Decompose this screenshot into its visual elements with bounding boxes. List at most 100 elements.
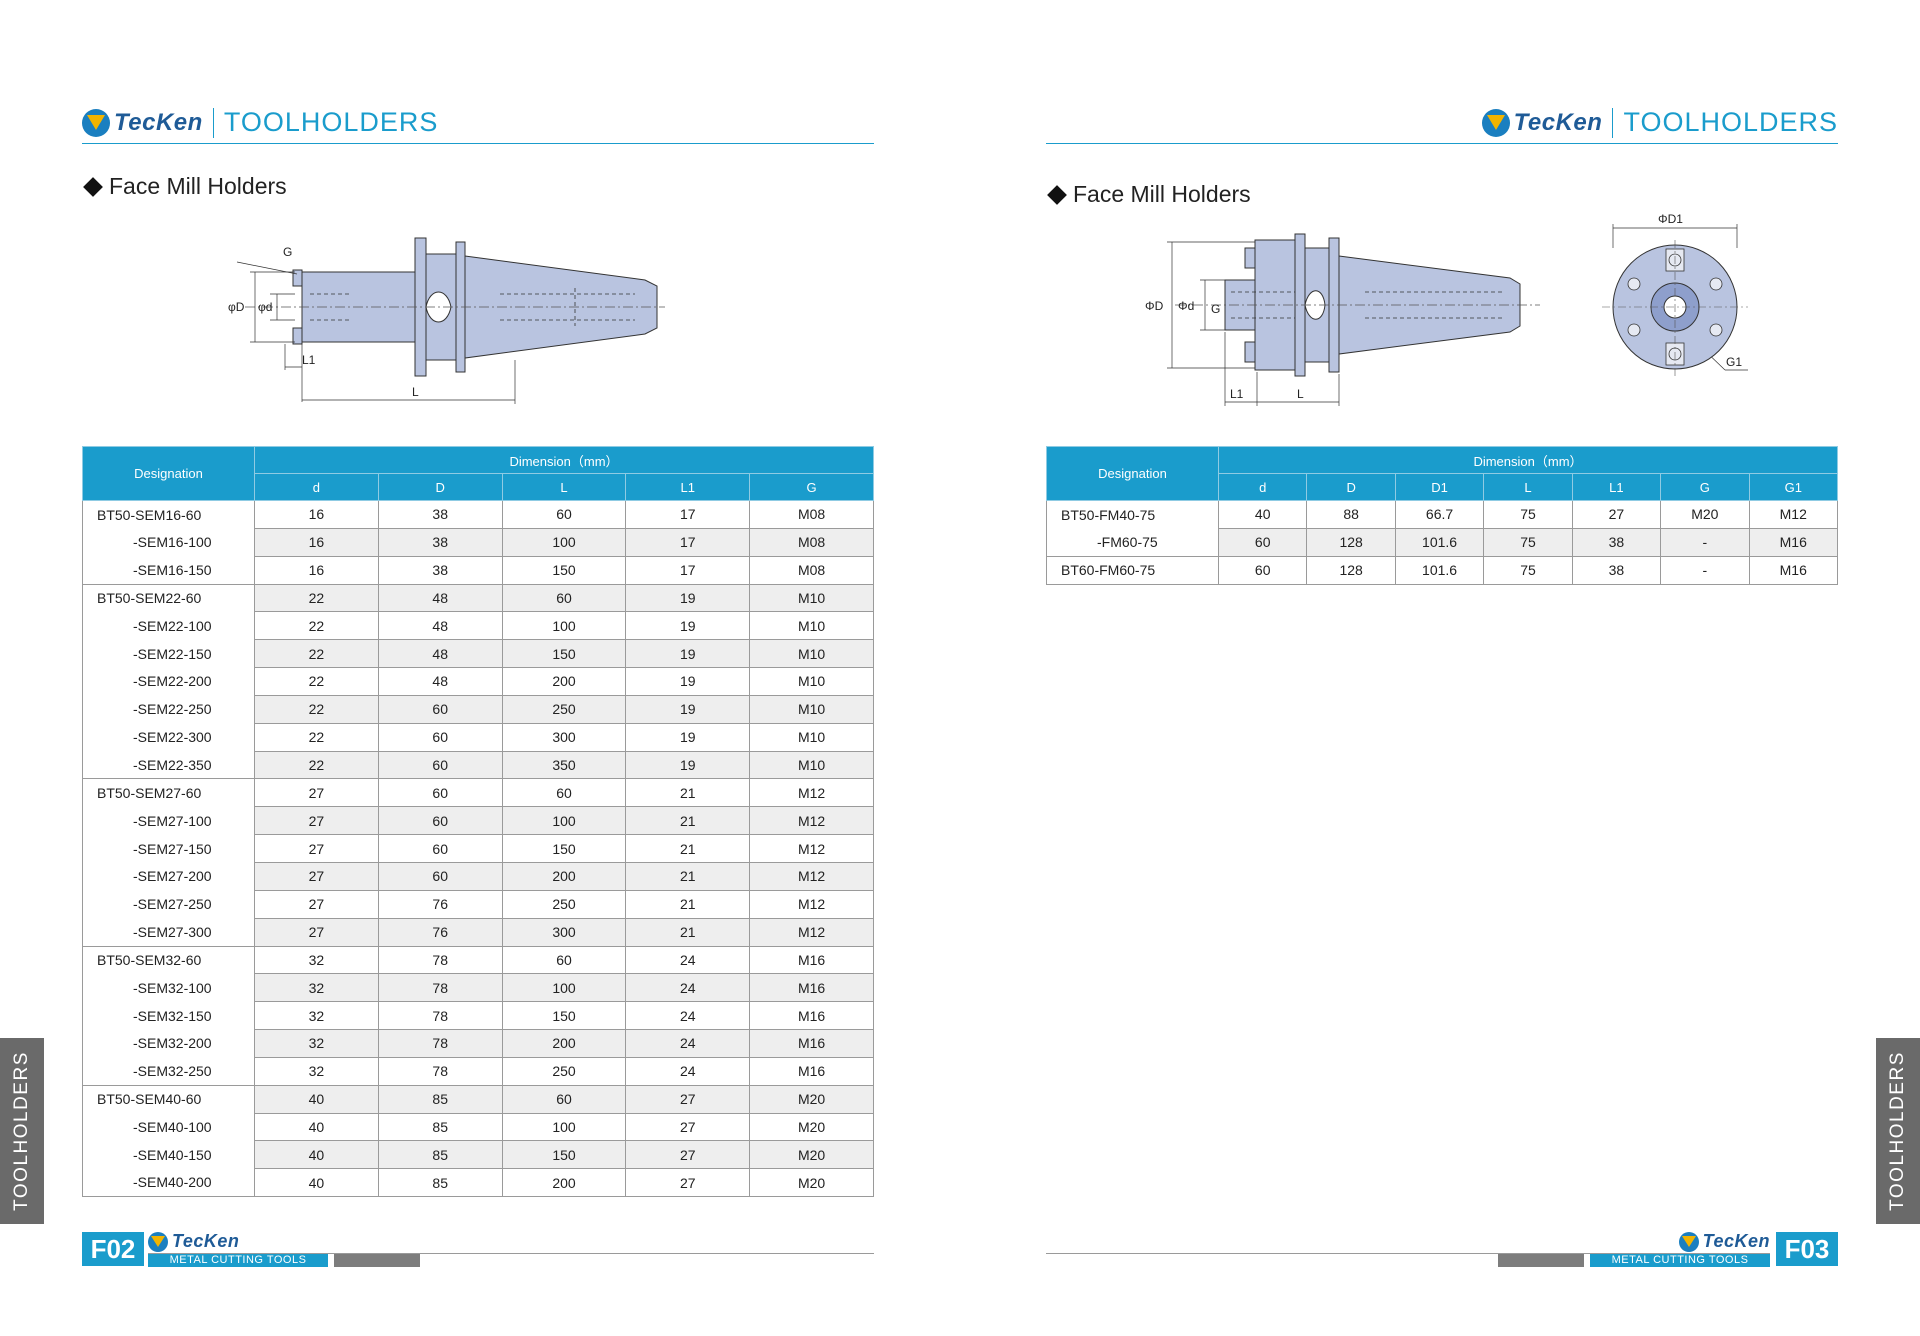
value-cell-g: - — [1660, 527, 1750, 557]
value-cell-d: 32 — [254, 1056, 379, 1086]
designation-cell: -SEM16-150 — [82, 556, 255, 585]
value-cell-d: 22 — [254, 667, 379, 696]
value-cell-d1: 101.6 — [1394, 555, 1485, 585]
value-cell-l1: 17 — [625, 555, 751, 585]
section-title: TOOLHOLDERS — [1623, 107, 1838, 137]
value-cell-l: 60 — [501, 945, 627, 975]
value-cell-l: 300 — [501, 722, 627, 752]
value-cell-g: M20 — [749, 1112, 874, 1142]
product-title-text: Face Mill Holders — [1073, 181, 1251, 207]
designation-cell: BT50-SEM40-60 — [82, 1084, 255, 1114]
tecken-logo-icon — [1481, 108, 1510, 137]
value-cell-l1: 19 — [625, 694, 751, 724]
value-cell-d: 38 — [377, 555, 503, 585]
drawing-label-phi-d1: ΦD1 — [1658, 214, 1683, 226]
page-number: F03 — [1776, 1232, 1838, 1266]
value-cell-g: M08 — [749, 500, 874, 529]
value-cell-l1: 19 — [625, 750, 751, 780]
product-title-text: Face Mill Holders — [109, 173, 287, 199]
designation-cell: BT50-SEM16-60 — [82, 500, 255, 529]
value-cell-g: M16 — [749, 973, 874, 1003]
value-cell-d: 60 — [377, 806, 503, 836]
designation-cell: -SEM16-100 — [82, 528, 255, 557]
value-cell-d: 128 — [1306, 555, 1396, 585]
designation-cell: -FM60-75 — [1046, 528, 1219, 557]
value-cell-g: M10 — [749, 667, 874, 696]
value-cell-l: 200 — [501, 1168, 627, 1198]
value-cell-d: 76 — [377, 889, 503, 919]
value-cell-d: 27 — [254, 861, 379, 891]
value-cell-l: 200 — [501, 861, 627, 891]
value-cell-g1: M16 — [1748, 555, 1839, 585]
designation-cell: -SEM27-100 — [82, 806, 255, 835]
value-cell-d: 40 — [254, 1084, 379, 1114]
value-cell-g: M08 — [749, 527, 874, 557]
value-cell-d: 85 — [377, 1140, 503, 1170]
brand-block: TecKen TOOLHOLDERS — [1481, 107, 1838, 138]
value-cell-d: 60 — [377, 750, 503, 780]
value-cell-d: 16 — [254, 500, 379, 529]
designation-cell: BT50-FM40-75 — [1046, 500, 1219, 529]
value-cell-l1: 21 — [625, 861, 751, 891]
designation-cell: -SEM22-350 — [82, 751, 255, 780]
designation-cell: -SEM32-150 — [82, 1001, 255, 1030]
designation-cell: -SEM27-250 — [82, 890, 255, 919]
footer-brand: TecKen — [148, 1231, 239, 1252]
footer-caption: METAL CUTTING TOOLS — [1590, 1254, 1770, 1267]
diamond-bullet-icon — [1047, 184, 1067, 205]
column-header-l1: L1 — [1571, 473, 1662, 501]
designation-cell: -SEM22-150 — [82, 639, 255, 668]
column-header-g: G — [1660, 473, 1750, 501]
footer-gray-bar — [1498, 1254, 1584, 1267]
value-cell-l: 250 — [501, 694, 627, 724]
value-cell-d1: 101.6 — [1394, 527, 1485, 557]
value-cell-l1: 38 — [1571, 527, 1662, 557]
value-cell-l1: 24 — [625, 973, 751, 1003]
side-tab-label: TOOLHOLDERS — [11, 1051, 32, 1211]
value-cell-l1: 27 — [625, 1112, 751, 1142]
footer-rule — [1046, 1253, 1770, 1254]
value-cell-d: 60 — [377, 834, 503, 863]
face-mill-holder-drawing: G φD φd L1 L — [228, 237, 665, 404]
value-cell-d: 60 — [377, 778, 503, 808]
value-cell-l: 200 — [501, 667, 627, 696]
value-cell-d: 16 — [254, 527, 379, 557]
page-header: TecKen TOOLHOLDERS — [82, 104, 874, 144]
footer-rule — [148, 1253, 874, 1254]
value-cell-l: 100 — [501, 611, 627, 641]
value-cell-d: 48 — [377, 611, 503, 641]
value-cell-d: 48 — [377, 583, 503, 613]
value-cell-d: 32 — [254, 1001, 379, 1031]
value-cell-d: 40 — [254, 1112, 379, 1142]
value-cell-d: 27 — [254, 889, 379, 919]
value-cell-g: M10 — [749, 722, 874, 752]
face-mill-holder-front-drawing: ΦD1 G1 — [1602, 214, 1748, 379]
value-cell-d: 85 — [377, 1168, 503, 1198]
value-cell-g: M12 — [749, 834, 874, 863]
value-cell-l1: 24 — [625, 945, 751, 975]
brand-logo-text: TecKen — [114, 108, 203, 136]
value-cell-g: M08 — [749, 555, 874, 585]
designation-cell: BT50-SEM27-60 — [82, 778, 255, 807]
left-page: TecKen TOOLHOLDERS Face Mill Holders — [0, 104, 874, 1267]
value-cell-d: 32 — [254, 973, 379, 1003]
product-title: Face Mill Holders — [1046, 181, 1251, 208]
designation-cell: -SEM22-100 — [82, 611, 255, 640]
value-cell-l1: 21 — [625, 834, 751, 863]
value-cell-g: M16 — [749, 1029, 874, 1058]
value-cell-l1: 21 — [625, 778, 751, 808]
value-cell-l1: 17 — [625, 500, 751, 529]
footer-logo-text: TecKen — [1702, 1231, 1770, 1251]
designation-header: Designation — [1046, 446, 1219, 501]
value-cell-d: 40 — [254, 1168, 379, 1198]
value-cell-g: M10 — [749, 639, 874, 669]
